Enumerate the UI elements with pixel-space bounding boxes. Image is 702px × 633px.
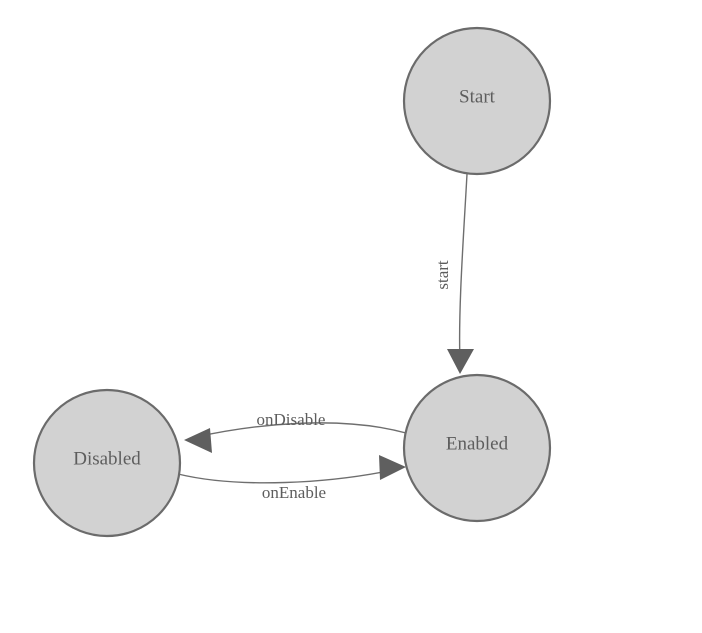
edge-label-start: start <box>433 260 452 290</box>
edge-line <box>458 173 468 363</box>
state-node-shape <box>402 373 552 523</box>
state-node-start[interactable]: Start <box>402 26 552 176</box>
edge-line <box>177 469 394 484</box>
state-node-label: Start <box>459 86 496 107</box>
edge-disabled-to-enabled[interactable]: onEnable <box>177 455 406 502</box>
edge-label-onenable: onEnable <box>262 483 326 502</box>
state-node-shape <box>402 26 552 176</box>
arrowhead-icon <box>184 428 212 453</box>
edge-line <box>195 422 407 438</box>
edge-start-to-enabled[interactable]: start <box>433 173 474 374</box>
state-node-label: Disabled <box>73 448 141 469</box>
edge-label-ondisable: onDisable <box>257 410 326 429</box>
arrowhead-icon <box>447 349 474 374</box>
arrowhead-icon <box>379 455 406 480</box>
state-node-label: Enabled <box>446 433 509 454</box>
state-node-disabled[interactable]: Disabled <box>32 388 182 538</box>
state-node-enabled[interactable]: Enabled <box>402 373 552 523</box>
state-node-shape <box>32 388 182 538</box>
edge-enabled-to-disabled[interactable]: onDisable <box>184 410 407 453</box>
